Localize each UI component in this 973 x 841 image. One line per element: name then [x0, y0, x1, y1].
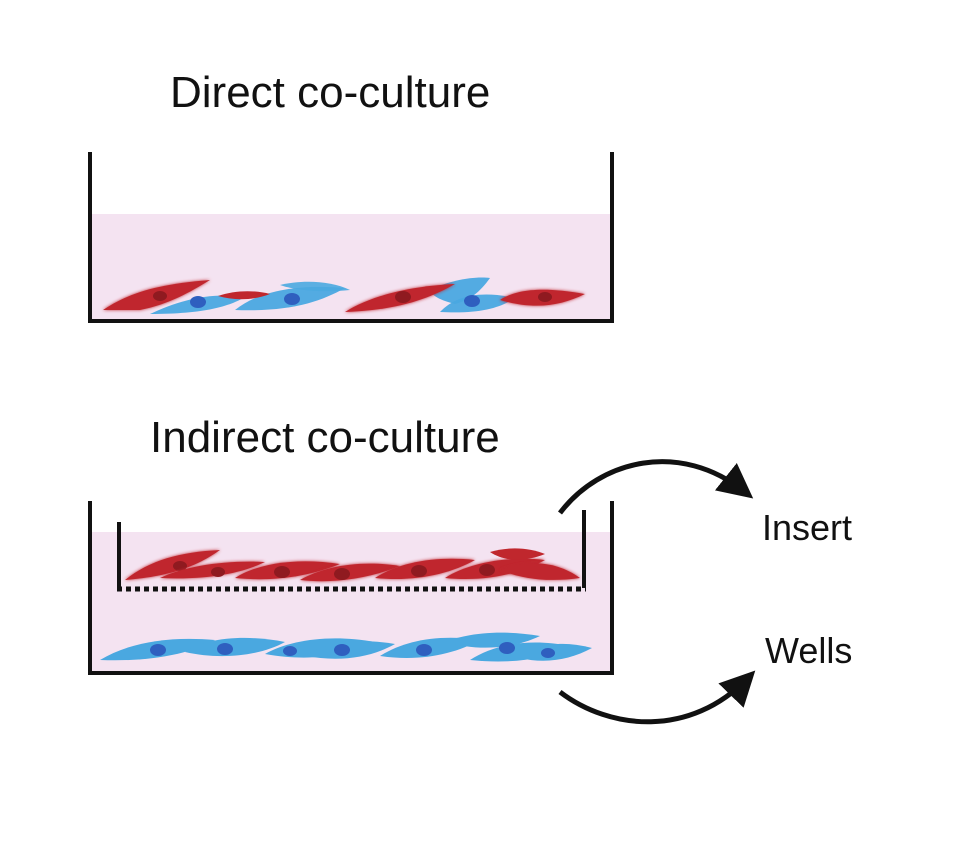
blue-cell-nucleus: [416, 644, 432, 656]
red-cell: [500, 563, 580, 580]
red-cell: [218, 291, 270, 300]
blue-cell-nucleus: [217, 643, 233, 655]
direct-cells: [103, 277, 585, 314]
blue-cell-nucleus: [334, 644, 350, 656]
blue-cell: [185, 637, 285, 657]
red-cell: [445, 558, 545, 580]
red-cell-nucleus: [211, 567, 225, 577]
blue-cell-nucleus: [190, 296, 206, 308]
blue-cell: [520, 643, 592, 661]
red-cell-nucleus: [153, 291, 167, 301]
blue-cell: [280, 281, 350, 292]
blue-cell-nucleus: [150, 644, 166, 656]
red-cell-nucleus: [411, 565, 427, 577]
insert: [117, 510, 586, 592]
well-cells: [100, 632, 592, 662]
direct-co-culture-title: Direct co-culture: [170, 68, 491, 117]
indirect-well-wall: [88, 501, 614, 675]
red-cell: [490, 548, 545, 560]
wells-label: Wells: [765, 630, 853, 671]
indirect-well: [88, 501, 614, 675]
blue-cell: [430, 277, 490, 304]
red-cell-nucleus: [538, 292, 552, 302]
direct-well: [88, 152, 614, 323]
red-cell: [300, 563, 400, 582]
insert-wall: [117, 510, 586, 588]
red-cell-nucleus: [173, 561, 187, 571]
blue-cell-nucleus: [464, 295, 480, 307]
red-cell-nucleus: [274, 566, 290, 578]
red-cell-nucleus: [479, 564, 495, 576]
blue-cell-nucleus: [499, 642, 515, 654]
indirect-co-culture-title: Indirect co-culture: [150, 413, 500, 462]
insert-cells: [125, 548, 580, 582]
red-cell: [125, 550, 220, 580]
wells-arrow: [558, 670, 756, 725]
blue-cell-nucleus: [541, 648, 555, 658]
insert-label: Insert: [762, 507, 853, 548]
insert-arrow: [558, 459, 754, 515]
blue-cell-nucleus: [283, 646, 297, 656]
direct-well-wall: [88, 152, 614, 323]
red-cell-nucleus: [334, 568, 350, 580]
blue-cell-nucleus: [284, 293, 300, 305]
red-cell-nucleus: [395, 291, 411, 303]
